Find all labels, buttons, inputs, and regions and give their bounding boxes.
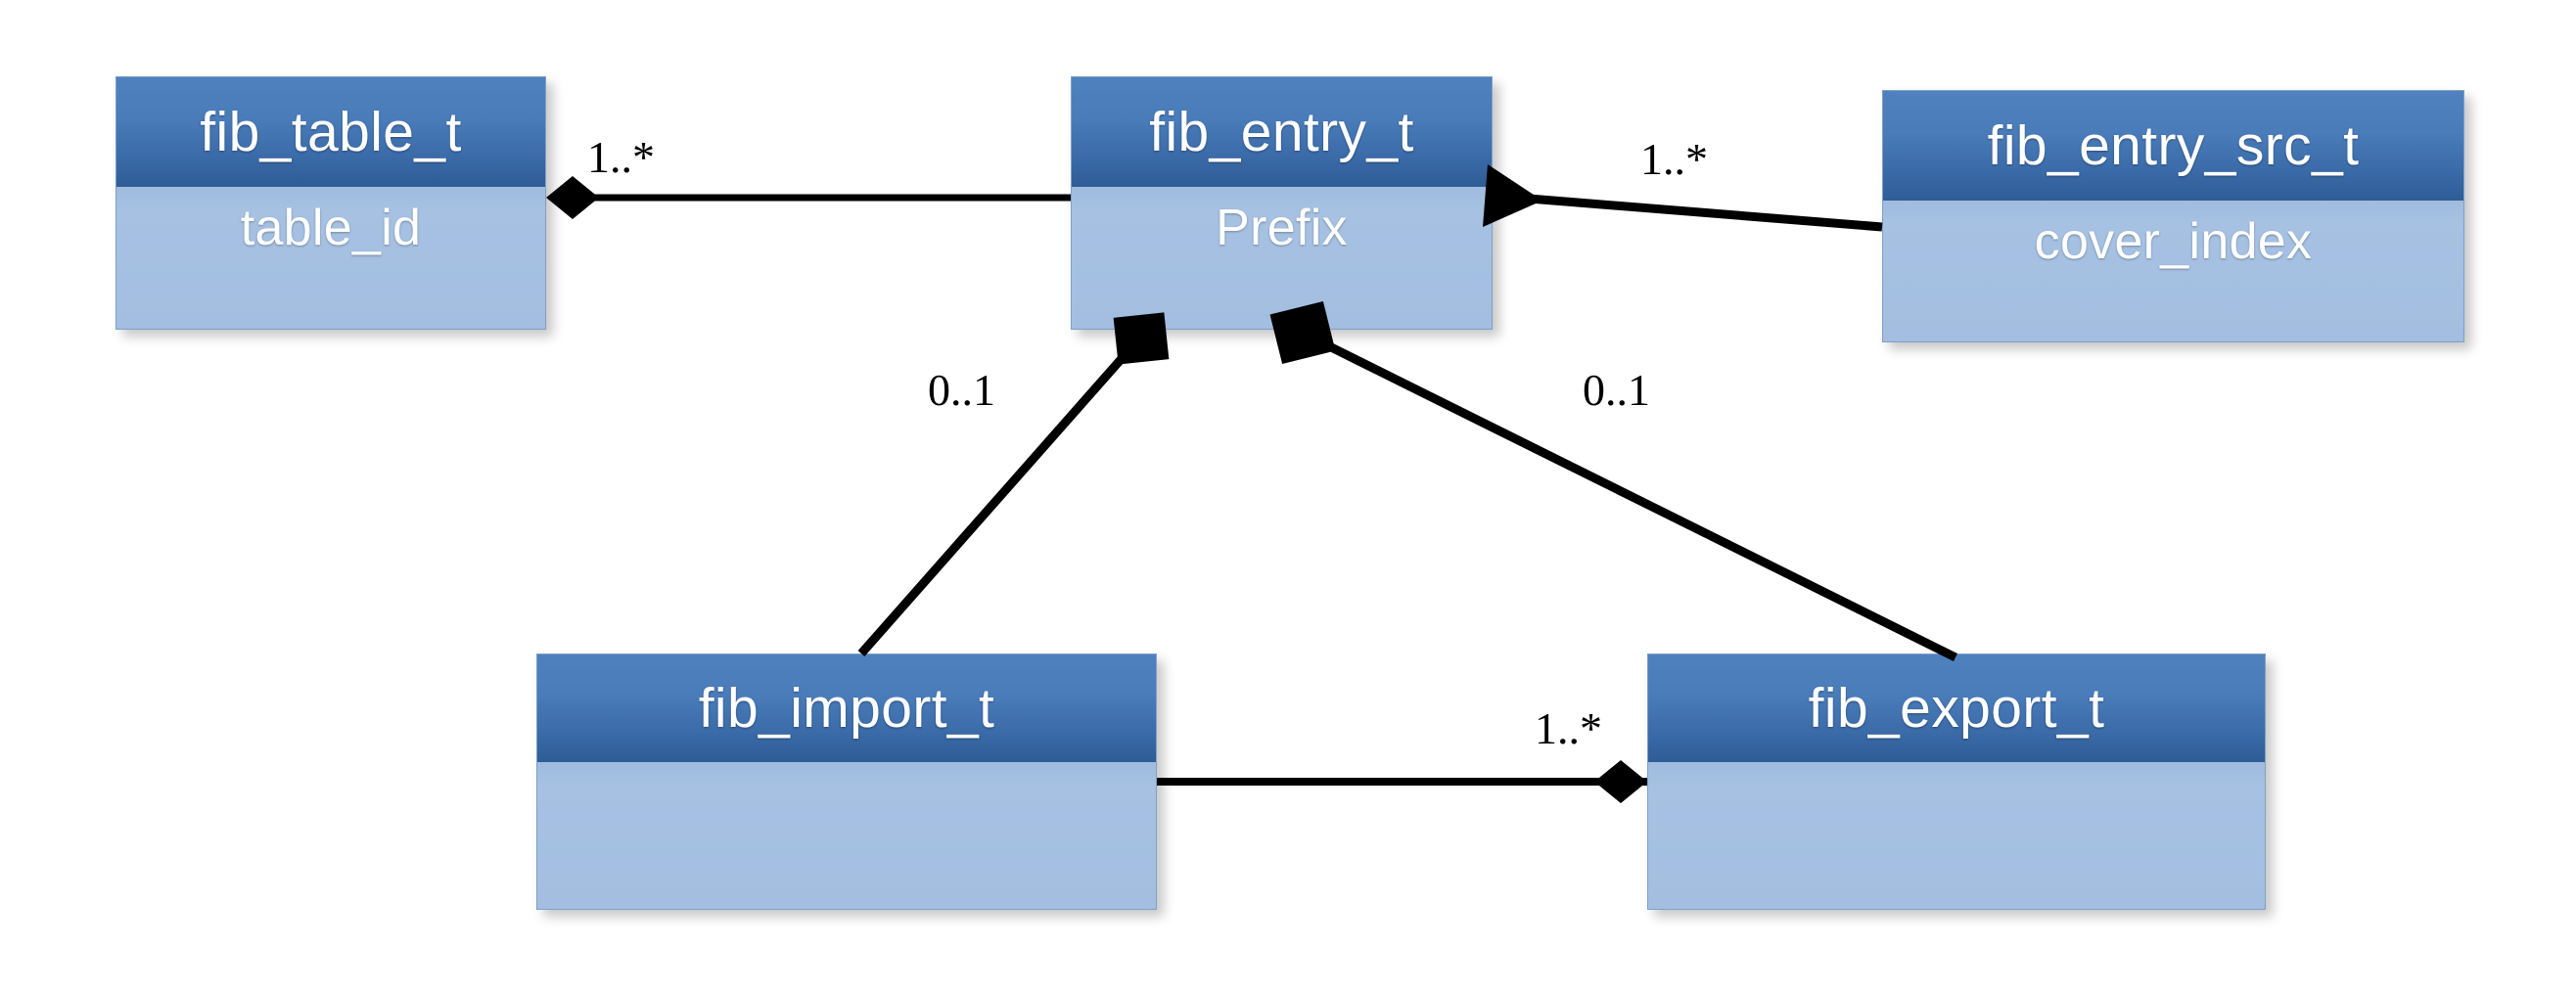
filled-diamond-marker [546,176,599,219]
class-header-fib-export-t: fib_export_t [1648,654,2265,762]
clipped-caption-text [0,0,2576,6]
class-name-label: fib_table_t [200,100,462,163]
class-box-fib-import-t[interactable]: fib_import_t [536,654,1157,910]
class-body-fib-entry-src-t: cover_index [1883,201,2463,341]
class-header-fib-table-t: fib_table_t [116,77,545,187]
class-attribute-label: Prefix [1216,200,1348,256]
class-box-fib-entry-src-t[interactable]: fib_entry_src_t cover_index [1882,90,2464,342]
connector-line [857,335,1144,656]
class-name-label: fib_entry_src_t [1987,113,2360,177]
class-body-fib-import-t [537,762,1156,909]
connector-import-to-export [1157,760,1647,803]
class-body-fib-entry-t: Prefix [1072,187,1492,329]
class-body-fib-export-t [1648,762,2265,909]
class-name-label: fib_import_t [698,676,995,740]
class-box-fib-table-t[interactable]: fib_table_t table_id [115,76,546,330]
connector-entry-to-import [857,312,1170,656]
multiplicity-entry-to-import: 0..1 [928,365,995,415]
class-body-fib-table-t: table_id [116,187,545,329]
multiplicity-entry-to-export: 0..1 [1583,365,1650,415]
class-header-fib-entry-t: fib_entry_t [1072,77,1492,187]
multiplicity-import-to-export: 1..* [1535,703,1602,753]
filled-diamond-marker [1594,760,1647,803]
class-header-fib-import-t: fib_import_t [537,654,1156,762]
connector-entry-to-export [1269,300,1958,662]
class-name-label: fib_entry_t [1149,100,1414,163]
class-box-fib-export-t[interactable]: fib_export_t [1647,654,2266,910]
multiplicity-table-to-entry: 1..* [587,132,655,182]
multiplicity-entry-to-entry-src: 1..* [1640,134,1708,184]
class-name-label: fib_export_t [1808,676,2105,740]
connector-line [1492,191,1883,232]
connector-table-to-entry [546,176,1071,219]
class-box-fib-entry-t[interactable]: fib_entry_t Prefix [1071,76,1493,330]
class-header-fib-entry-src-t: fib_entry_src_t [1883,91,2463,201]
class-attribute-label: table_id [240,200,422,256]
class-attribute-label: cover_index [2034,213,2313,270]
